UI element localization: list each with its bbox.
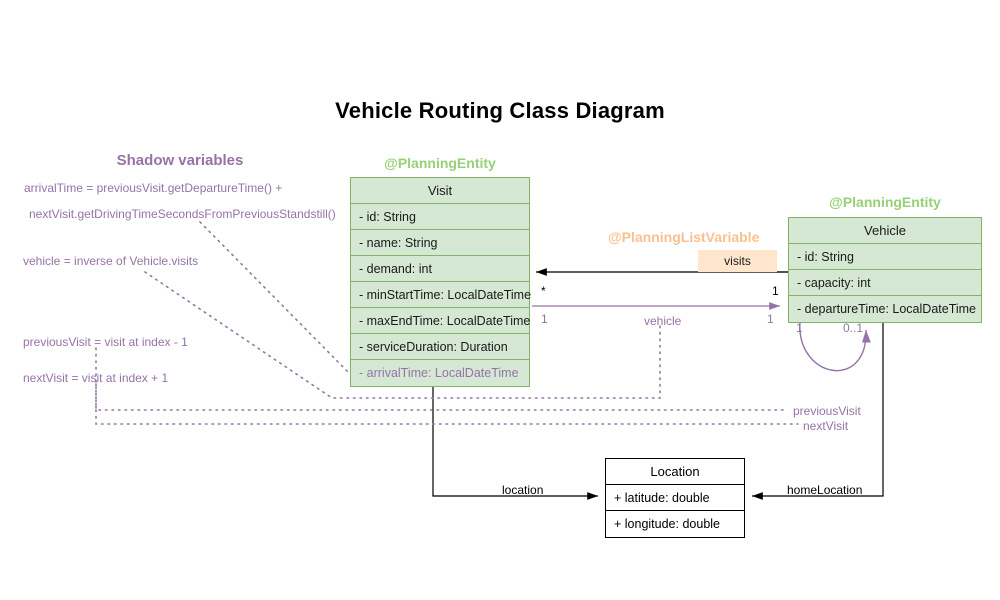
vehicle-stereotype-label: @PlanningEntity [829, 194, 941, 210]
shadow-note-previous-visit: previousVisit = visit at index - 1 [23, 335, 188, 349]
shadow-variables-heading: Shadow variables [116, 152, 244, 169]
shadow-note-arrival-time-line1: arrivalTime = previousVisit.getDeparture… [24, 181, 283, 195]
page-title: Vehicle Routing Class Diagram [335, 98, 665, 123]
attribute-row: - id: String [789, 244, 981, 270]
attribute-row: + latitude: double [606, 485, 744, 511]
edge-location [432, 384, 598, 500]
multiplicity-visits-source: 1 [772, 284, 779, 298]
edge-label-home-location: homeLocation [787, 483, 863, 497]
edge-label-previous-visit: previousVisit [793, 404, 861, 418]
shadow-note-vehicle: vehicle = inverse of Vehicle.visits [23, 254, 199, 268]
shadow-note-next-visit: nextVisit = visit at index + 1 [23, 371, 169, 385]
class-box-location[interactable]: Location + latitude: double + longitude:… [605, 458, 745, 538]
multiplicity-visits-target: * [541, 284, 546, 298]
attribute-row: - capacity: int [789, 270, 981, 296]
multiplicity-self-loop-target: 0..1 [843, 321, 864, 335]
attribute-row: - departureTime: LocalDateTime [797, 302, 977, 316]
shadow-note-arrival-time-line2: nextVisit.getDrivingTimeSecondsFromPrevi… [29, 207, 336, 221]
attribute-row: - maxEndTime: LocalDateTime [351, 308, 530, 334]
class-box-vehicle[interactable]: Vehicle - id: String - capacity: int - d… [788, 217, 982, 323]
multiplicity-vehicle-source: 1 [541, 312, 548, 326]
attribute-row: - demand: int [351, 256, 529, 282]
attribute-row: - serviceDuration: Duration [351, 334, 529, 360]
visit-stereotype-label: @PlanningEntity [384, 155, 496, 171]
planning-list-variable-stereotype-label: @PlanningListVariable [608, 229, 760, 245]
class-name-visit: Visit [351, 178, 529, 204]
class-name-vehicle: Vehicle [789, 218, 981, 244]
edge-label-next-visit: nextVisit [803, 419, 849, 433]
class-box-visit[interactable]: Visit - id: String - name: String - dema… [350, 177, 531, 387]
multiplicity-vehicle-target: 1 [767, 312, 774, 326]
edge-label-vehicle: vehicle [644, 314, 682, 328]
edge-label-visits: visits [698, 250, 777, 272]
class-name-location: Location [606, 459, 744, 485]
multiplicity-self-loop-source: 1 [796, 321, 803, 335]
attribute-row: - id: String [351, 204, 529, 230]
edge-label-location: location [502, 483, 544, 497]
attribute-row: - name: String [351, 230, 529, 256]
attribute-row: - minStartTime: LocalDateTime [351, 282, 531, 308]
attribute-row-shadow-arrival-time: - arrivalTime: LocalDateTime [359, 366, 519, 380]
attribute-row: + longitude: double [614, 517, 720, 531]
